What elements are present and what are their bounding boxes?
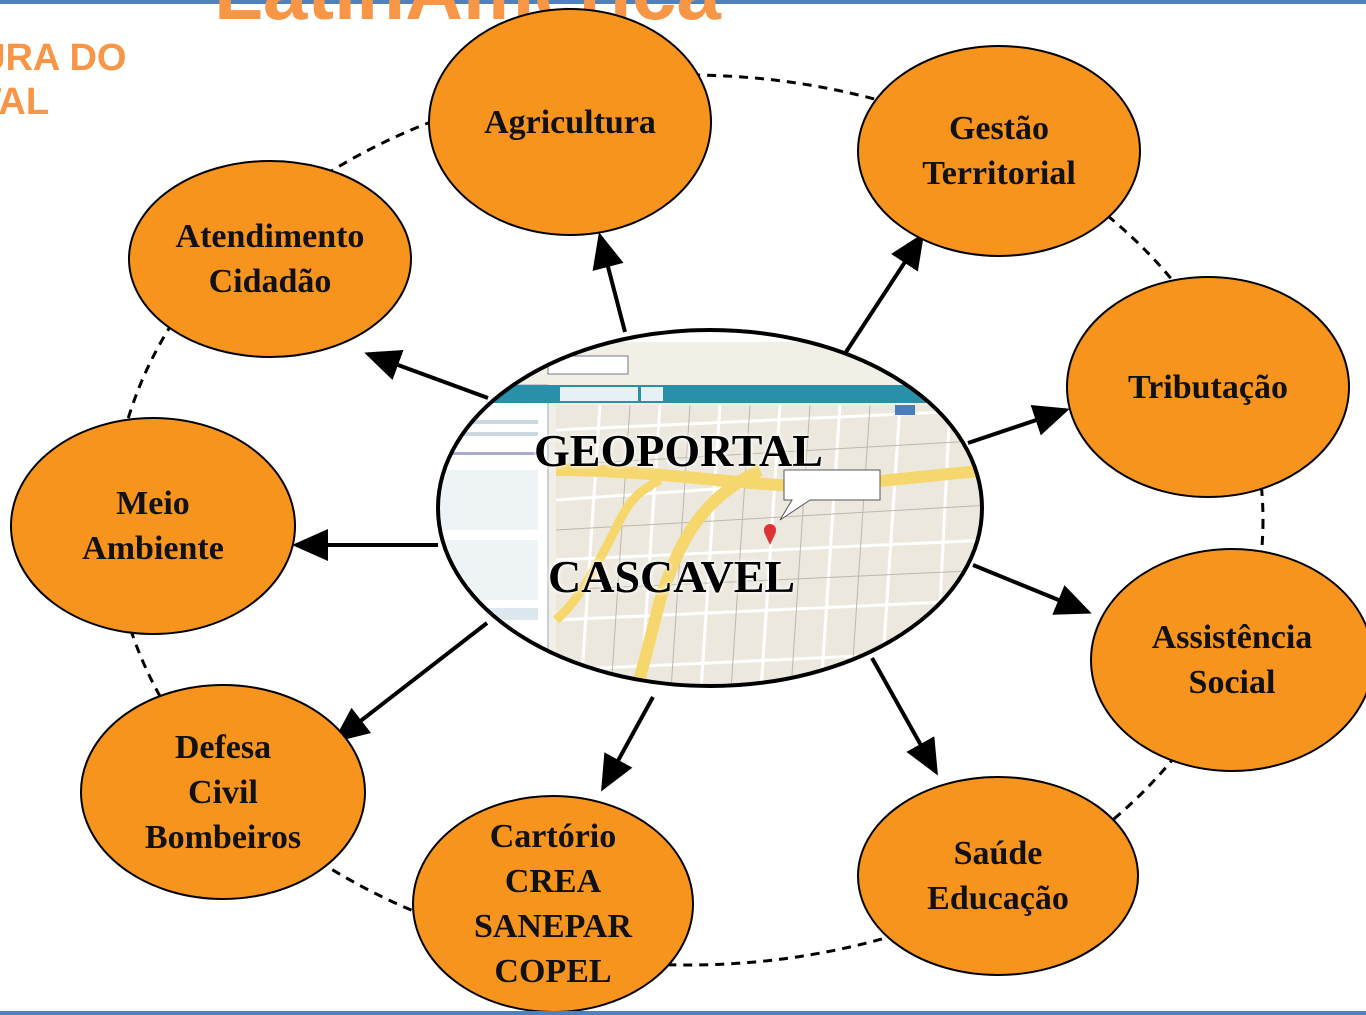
- node-meio-ambiente: Meio Ambiente: [11, 418, 295, 634]
- node-assistencia-social-label: Assistência Social: [1151, 619, 1313, 701]
- node-atendimento-cidadao-label: Atendimento Cidadão: [175, 218, 365, 300]
- node-agricultura-circle: [428, 8, 712, 236]
- node-agricultura-label: Agricultura: [484, 103, 656, 141]
- corner-title-line-2: TAL: [0, 81, 50, 123]
- arrow-defesa: [332, 621, 489, 743]
- center-ellipse: [436, 328, 984, 688]
- corner-title-line-1: URA DO: [0, 37, 127, 79]
- node-tributacao: Tributação: [1067, 277, 1349, 497]
- bottom-rule: [0, 1011, 1366, 1015]
- node-tributacao-label: Tributação: [1128, 368, 1288, 406]
- arrow-agricultura: [592, 232, 627, 333]
- node-assistencia-circle: [1090, 548, 1366, 772]
- node-meio-ambiente-label: Meio Ambiente: [82, 485, 224, 567]
- node-meio-circle: [10, 417, 296, 635]
- top-rule: [0, 0, 1366, 4]
- node-tributacao-circle: [1066, 276, 1350, 498]
- node-atendimento-circle: [128, 160, 412, 358]
- arrow-assistencia: [972, 563, 1092, 615]
- arrow-cartorio: [601, 696, 655, 792]
- node-saude-educacao-label: Saúde Educação: [927, 835, 1069, 917]
- node-cartorio-label: Cartório CREA SANEPAR COPEL: [473, 818, 633, 990]
- arrow-gestao: [844, 232, 925, 354]
- node-atendimento-cidadao: Atendimento Cidadão: [129, 161, 411, 357]
- node-defesa-civil-label: Defesa Civil Bombeiros: [144, 728, 302, 856]
- node-gestao-circle: [857, 45, 1141, 257]
- node-gestao-territorial-label: Gestão Territorial: [922, 110, 1076, 192]
- node-saude-circle: [857, 776, 1139, 976]
- node-cartorio: Cartório CREA SANEPAR COPEL: [413, 796, 693, 1012]
- node-defesa-civil: Defesa Civil Bombeiros: [81, 685, 365, 899]
- center-title-geoportal: GEOPORTAL: [534, 425, 823, 476]
- node-saude-educacao: Saúde Educação: [858, 777, 1138, 975]
- arrows: [292, 232, 1092, 792]
- node-gestao-territorial: Gestão Territorial: [858, 46, 1140, 256]
- center-map-image: [438, 330, 982, 686]
- arrow-tributacao: [967, 405, 1070, 445]
- corner-title: URA DO TAL: [0, 36, 200, 124]
- arrow-atendimento: [364, 349, 489, 400]
- node-circles: [10, 8, 1366, 1013]
- arrow-saude: [870, 657, 938, 776]
- node-agricultura: Agricultura: [429, 9, 711, 235]
- node-assistencia-social: Assistência Social: [1091, 549, 1366, 771]
- center-title-cascavel: CASCAVEL: [548, 551, 796, 602]
- node-defesa-circle: [80, 684, 366, 900]
